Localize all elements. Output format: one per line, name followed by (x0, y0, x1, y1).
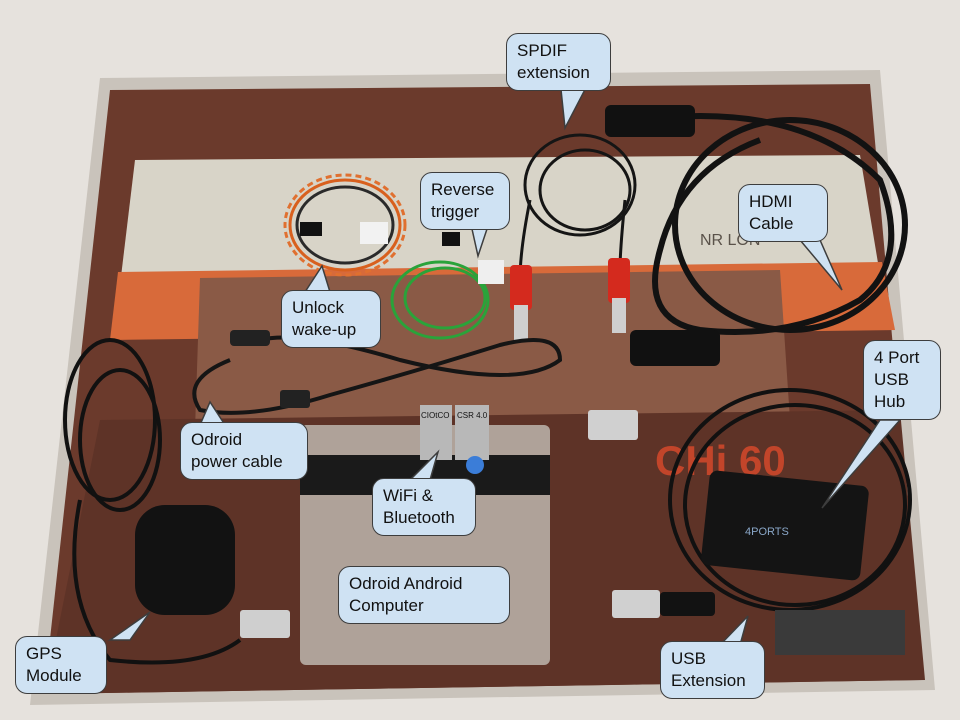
power-plug (230, 330, 270, 346)
callout-hdmi-line2: Cable (749, 214, 794, 233)
callout-hub-line1: 4 Port (874, 348, 920, 367)
hdmi-plug-bottom (630, 330, 720, 366)
callout-usbext-line2: Extension (671, 671, 746, 690)
wifi-dongle-text: CIOtCO (421, 411, 449, 420)
unlock-tag (360, 222, 388, 244)
usb-hub (701, 470, 869, 581)
callout-odroid-power-cable: Odroid power cable (180, 422, 308, 480)
callout-gps-line2: Module (26, 666, 82, 685)
gps-cable (63, 338, 242, 665)
callout-wifi-bluetooth: WiFi & Bluetooth (372, 478, 476, 536)
callout-computer-line1: Odroid Android (349, 574, 463, 593)
callout-hdmi-cable: HDMI Cable (738, 184, 828, 242)
callout-wifi-line1: WiFi & (383, 486, 434, 505)
callout-usbext-line1: USB (671, 649, 706, 668)
callout-unlock-wake-up: Unlock wake-up (281, 290, 381, 348)
reverse-trigger-cable (390, 260, 490, 340)
usb-extension-body (660, 592, 715, 616)
callout-usb-extension: USB Extension (660, 641, 765, 699)
hdmi-plug-top (605, 105, 695, 137)
hdmi-cable (639, 113, 908, 335)
callout-spdif-extension: SPDIF extension (506, 33, 611, 91)
bt-led (466, 456, 484, 474)
callout-power-line2: power cable (191, 452, 283, 471)
tape-patch (775, 610, 905, 655)
callout-unlock-line2: wake-up (292, 320, 357, 339)
callout-power-line1: Odroid (191, 430, 243, 449)
power-jack (280, 390, 310, 408)
callout-reverse-trigger: Reverse trigger (420, 172, 510, 230)
callout-hub-line3: Hub (874, 392, 906, 411)
callout-hub-line2: USB (874, 370, 909, 389)
callout-usb-hub: 4 Port USB Hub (863, 340, 941, 420)
gps-usb-plug (240, 610, 290, 638)
callout-gps-line1: GPS (26, 644, 62, 663)
bt-dongle-text: CSR 4.0 (457, 411, 488, 420)
usb-extension-plug (612, 590, 660, 618)
callout-wifi-line2: Bluetooth (383, 508, 455, 527)
callout-computer-line2: Computer (349, 596, 424, 615)
unlock-connector (300, 222, 322, 236)
callout-reverse-line1: Reverse (431, 180, 495, 199)
callout-gps-module: GPS Module (15, 636, 107, 694)
callout-unlock-line1: Unlock (292, 298, 344, 317)
unlock-cable (283, 173, 407, 277)
bluetooth-dongle (455, 405, 489, 460)
callout-odroid-computer: Odroid Android Computer (338, 566, 510, 624)
reverse-trigger-tag (478, 260, 504, 284)
usb-hub-label: 4PORTS (745, 526, 789, 538)
rca-plugs (510, 258, 630, 340)
wifi-dongle (420, 405, 452, 460)
callout-hdmi-line1: HDMI (749, 192, 793, 211)
usb-plug-hub (588, 410, 638, 440)
reverse-trigger-connector (442, 232, 460, 246)
callout-reverse-line2: trigger (431, 202, 480, 221)
gps-puck (135, 505, 235, 615)
callout-spdif-line2: extension (517, 63, 590, 82)
callout-spdif-line1: SPDIF (517, 41, 568, 60)
